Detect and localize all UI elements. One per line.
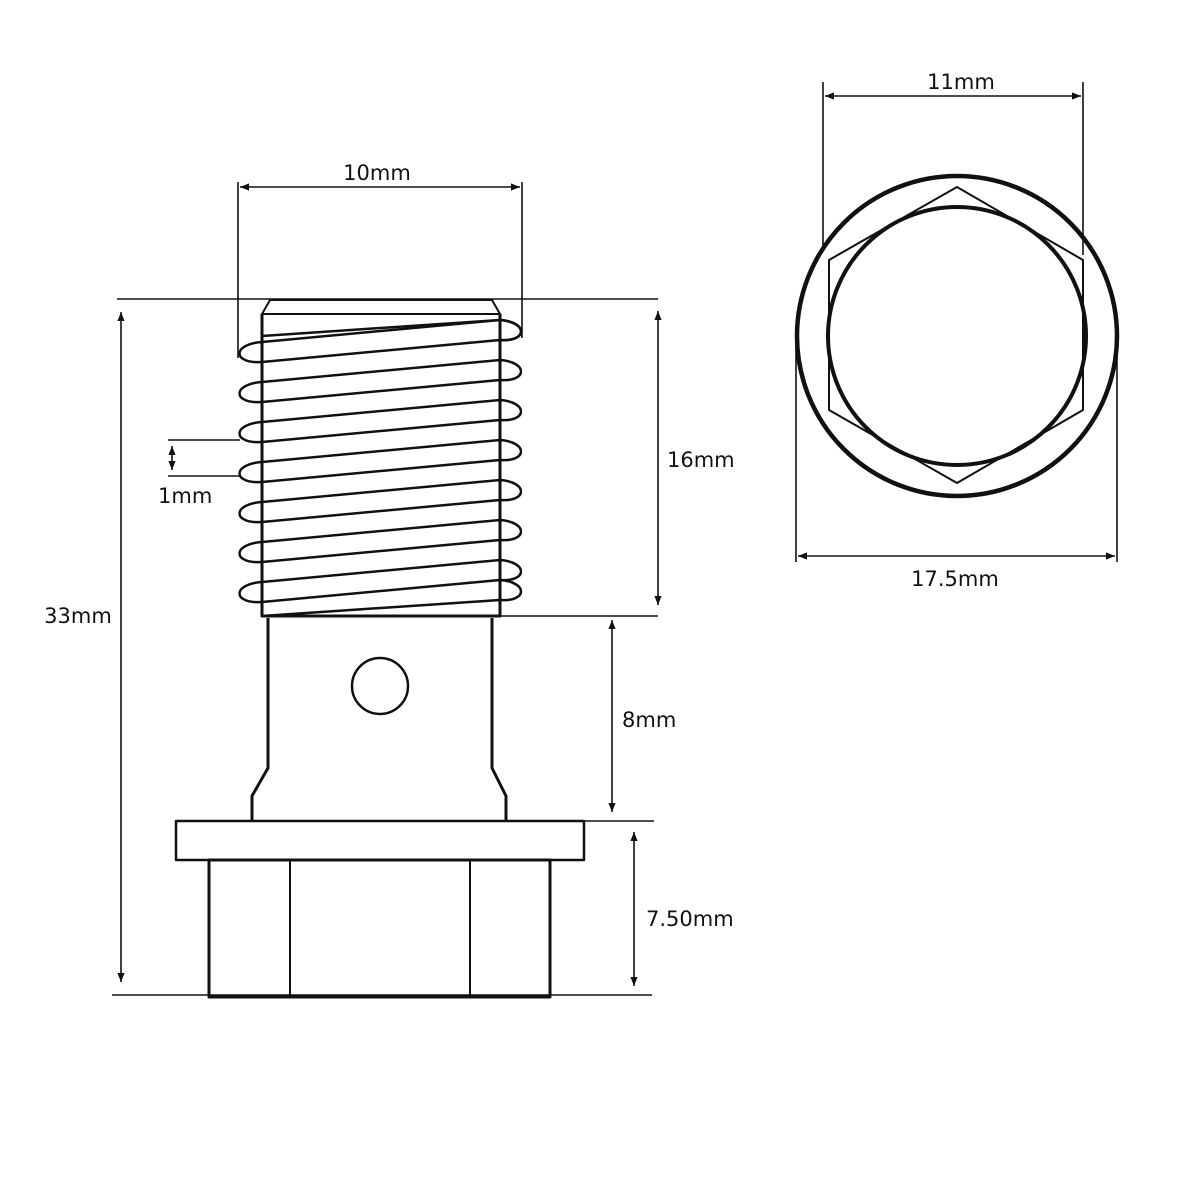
dim-neck-length-label: 8mm <box>622 708 676 732</box>
thread-crest-right <box>499 358 522 382</box>
dimension-neck-8mm: 8mm <box>608 620 676 812</box>
thread-crest-right <box>499 438 522 462</box>
thread-crest <box>238 558 501 604</box>
thread-crest-right <box>499 398 522 422</box>
thread-crest <box>238 478 501 524</box>
dimension-thread-16mm: 16mm <box>500 311 735 617</box>
hex-outline <box>828 186 1084 484</box>
thread-crest-right <box>499 478 522 502</box>
bolt-top-view: 11mm 17.5mm <box>794 70 1120 591</box>
dim-flange-label: 17.5mm <box>911 567 999 591</box>
dimension-flange-17-5mm: 17.5mm <box>795 336 1118 591</box>
dimension-total-33mm: 33mm <box>44 298 658 996</box>
thread-crest-start <box>261 318 522 342</box>
thread-section <box>238 299 522 618</box>
thread-crest <box>238 398 501 444</box>
shank-outline <box>826 205 1088 467</box>
dim-total-length-label: 33mm <box>44 604 112 628</box>
flange-outline <box>794 173 1120 499</box>
cross-hole <box>350 656 410 716</box>
bolt-hex-head <box>207 858 552 999</box>
dim-hex-label: 11mm <box>927 70 995 94</box>
thread-crests <box>238 318 522 618</box>
dim-head-height-label: 7.50mm <box>646 907 734 931</box>
bolt-flange <box>174 819 586 862</box>
thread-crest <box>238 438 501 484</box>
dim-thread-length-label: 16mm <box>667 448 735 472</box>
dimension-hex-11mm: 11mm <box>822 70 1084 255</box>
dimension-head-7-50mm: 7.50mm <box>584 820 734 986</box>
thread-crest-right <box>499 518 522 542</box>
thread-crest-end <box>261 578 522 618</box>
dimension-pitch-1mm: 1mm <box>158 439 240 508</box>
thread-crest <box>238 318 501 364</box>
bolt-side-view: 10mm 33mm 16mm 1mm 8mm <box>44 161 735 999</box>
thread-crest <box>238 518 501 564</box>
dim-width-label: 10mm <box>343 161 411 185</box>
thread-crest <box>238 358 501 404</box>
dim-thread-pitch-label: 1mm <box>158 484 212 508</box>
dimension-width-10mm: 10mm <box>237 161 523 358</box>
bolt-neck <box>250 618 508 820</box>
thread-crest-right <box>499 558 522 582</box>
